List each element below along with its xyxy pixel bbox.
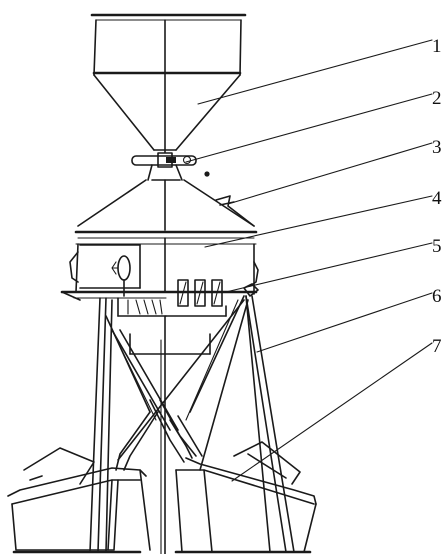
part-label-5: 5 [432, 236, 442, 257]
part-label-6: 6 [432, 286, 442, 307]
leader-line-4 [204, 195, 433, 248]
part-label-2: 2 [432, 88, 442, 109]
part-labels: 1 2 3 4 5 6 7 [432, 36, 442, 357]
top-hopper [90, 13, 247, 153]
discharge-chutes [115, 399, 203, 471]
leader-line-6 [256, 292, 433, 353]
part-label-1: 1 [432, 36, 442, 57]
support-legs [89, 295, 295, 553]
leader-line-5 [225, 242, 433, 293]
lower-cone [105, 295, 245, 554]
leader-line-1 [197, 39, 433, 105]
cone-cover [77, 179, 255, 231]
separator-housing [60, 230, 259, 317]
part-label-4: 4 [432, 188, 442, 209]
leader-line-7 [231, 342, 433, 482]
part-label-3: 3 [432, 137, 442, 158]
leader-line-2 [185, 93, 433, 163]
leader-line-3 [227, 142, 433, 205]
right-collection-bin [174, 441, 317, 554]
left-collection-bin [7, 447, 151, 554]
part-label-7: 7 [432, 336, 442, 357]
discharge-valve [131, 152, 210, 181]
leader-lines [185, 39, 433, 482]
